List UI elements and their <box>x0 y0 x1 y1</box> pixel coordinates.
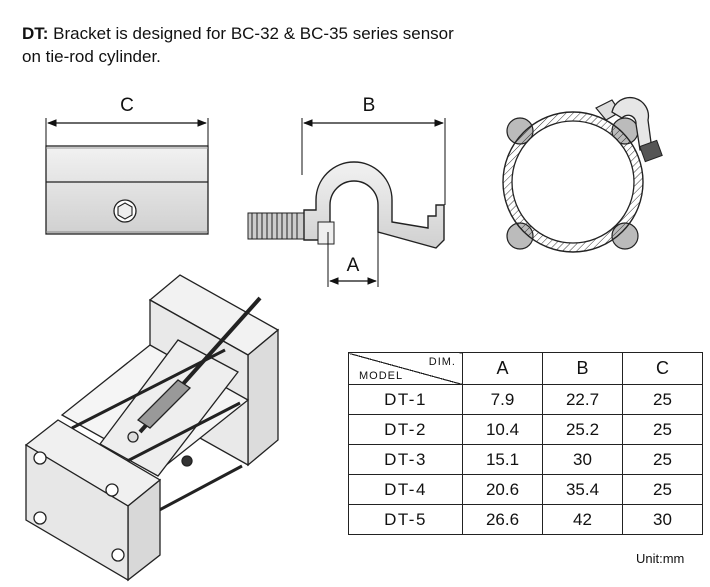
value-c-cell: 25 <box>622 414 703 445</box>
dimension-table: DIM. MODEL A B C DT-1 7.9 22.7 25 DT-2 1… <box>348 352 703 535</box>
table-corner-cell: DIM. MODEL <box>348 352 463 385</box>
value-c-cell: 25 <box>622 384 703 415</box>
column-header-c: C <box>622 352 703 385</box>
table-row: DT-5 26.6 42 30 <box>348 504 703 535</box>
header-dim-label: DIM. <box>428 356 456 368</box>
description-text-line2: on tie-rod cylinder. <box>22 47 161 66</box>
side-view: B A <box>247 95 446 287</box>
front-view: C <box>45 95 209 235</box>
description: DT: Bracket is designed for BC-32 & BC-3… <box>22 22 682 68</box>
isometric-assembly <box>24 274 280 582</box>
model-cell: DT-5 <box>348 504 463 535</box>
value-a-cell: 7.9 <box>462 384 543 415</box>
section-view <box>502 96 663 253</box>
model-cell: DT-1 <box>348 384 463 415</box>
value-b-cell: 22.7 <box>542 384 623 415</box>
value-a-cell: 10.4 <box>462 414 543 445</box>
value-a-cell: 26.6 <box>462 504 543 535</box>
table-row: DT-3 15.1 30 25 <box>348 444 703 475</box>
model-cell: DT-3 <box>348 444 463 475</box>
product-code: DT: <box>22 24 49 43</box>
value-c-cell: 25 <box>622 444 703 475</box>
column-header-b: B <box>542 352 623 385</box>
model-cell: DT-2 <box>348 414 463 445</box>
value-c-cell: 25 <box>622 474 703 505</box>
value-c-cell: 30 <box>622 504 703 535</box>
table-row: DT-2 10.4 25.2 25 <box>348 414 703 445</box>
header-model-label: MODEL <box>359 370 404 382</box>
model-cell: DT-4 <box>348 474 463 505</box>
value-b-cell: 25.2 <box>542 414 623 445</box>
table-header-row: DIM. MODEL A B C <box>348 352 703 385</box>
dimension-label-b: B <box>363 95 376 116</box>
dimension-label-a: A <box>347 255 360 276</box>
table-row: DT-4 20.6 35.4 25 <box>348 474 703 505</box>
value-b-cell: 35.4 <box>542 474 623 505</box>
column-header-a: A <box>462 352 543 385</box>
value-b-cell: 42 <box>542 504 623 535</box>
value-b-cell: 30 <box>542 444 623 475</box>
dimension-label-c: C <box>120 95 134 116</box>
unit-label: Unit:mm <box>636 551 685 566</box>
table-row: DT-1 7.9 22.7 25 <box>348 384 703 415</box>
clamp-hook <box>303 161 445 249</box>
description-text: Bracket is designed for BC-32 & BC-35 se… <box>48 24 454 43</box>
value-a-cell: 15.1 <box>462 444 543 475</box>
value-a-cell: 20.6 <box>462 474 543 505</box>
